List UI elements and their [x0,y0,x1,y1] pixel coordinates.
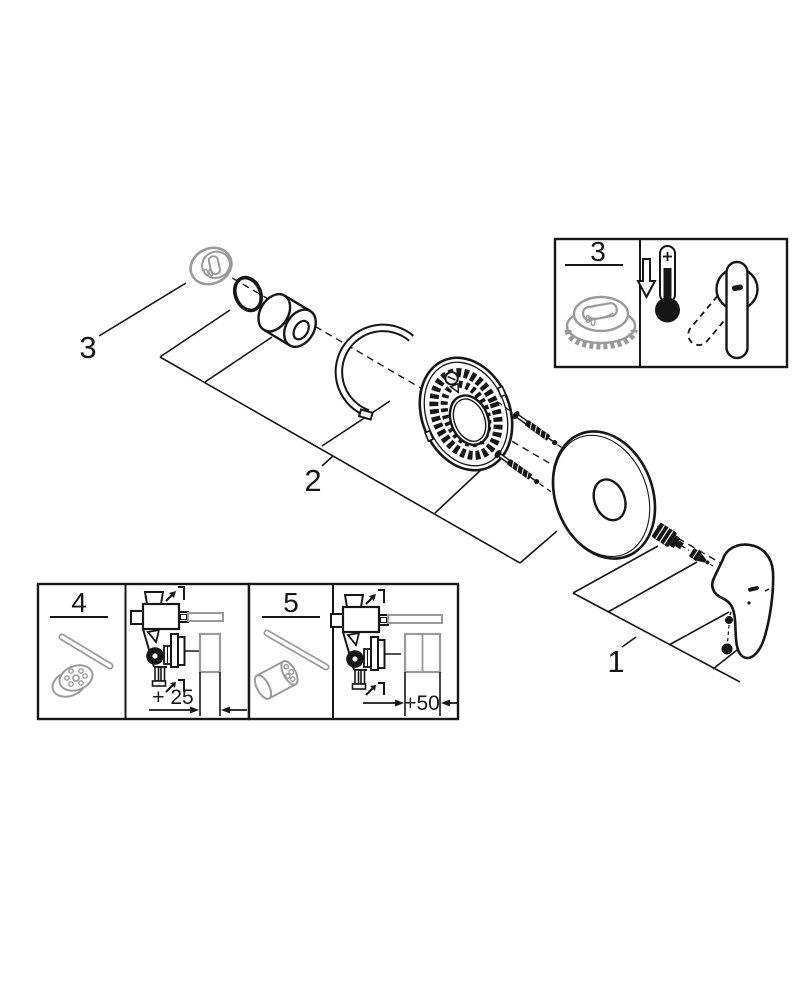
down-arrow-icon [636,258,657,300]
callout-group-1-leader [572,545,743,683]
dimension-arrows-25 [149,706,247,714]
mounting-plate [418,356,514,472]
callout-label-3: 3 [79,330,96,365]
spindle-rod [187,612,224,622]
inset-5-label: 5 [283,587,299,618]
callout-group-3-leader [98,282,187,337]
o-ring [232,275,264,313]
thermometer-limit-icon [655,245,680,323]
dimension-50: +50 [404,692,440,715]
retaining-ring [334,323,415,421]
extension-25-block [198,632,222,674]
callout-label-1: 1 [607,644,624,679]
stop-cap [189,246,233,286]
knurled-extension-icon [253,660,299,700]
spacer-sleeve [257,292,318,349]
lever-swing-icon [687,260,759,360]
escutcheon [551,430,657,560]
knurled-extension-icon [51,664,94,698]
stop-ring-icon [564,295,638,350]
inset-4-label: 4 [71,587,87,618]
lever-handle [710,543,775,660]
fixing-screw-bottom [479,440,553,493]
callout-label-2: 2 [304,463,321,498]
inset-extension-50: 5 +50 [247,582,460,721]
inset-extension-25: 4 + 25 [36,582,251,721]
inset-detail-3: 3 [553,236,789,369]
handle-screw [681,545,717,569]
fixing-screw-top [497,401,571,454]
callout-group-2-leader [159,309,558,564]
inset-3-label: 3 [590,236,606,267]
dimension-25: + 25 [152,686,193,709]
handle-adapter [652,523,684,550]
pin-icon [263,629,330,671]
pin-icon [58,633,114,670]
dimension-arrows-50 [363,699,457,707]
spindle-rod [387,614,443,624]
set-screws [721,608,733,655]
